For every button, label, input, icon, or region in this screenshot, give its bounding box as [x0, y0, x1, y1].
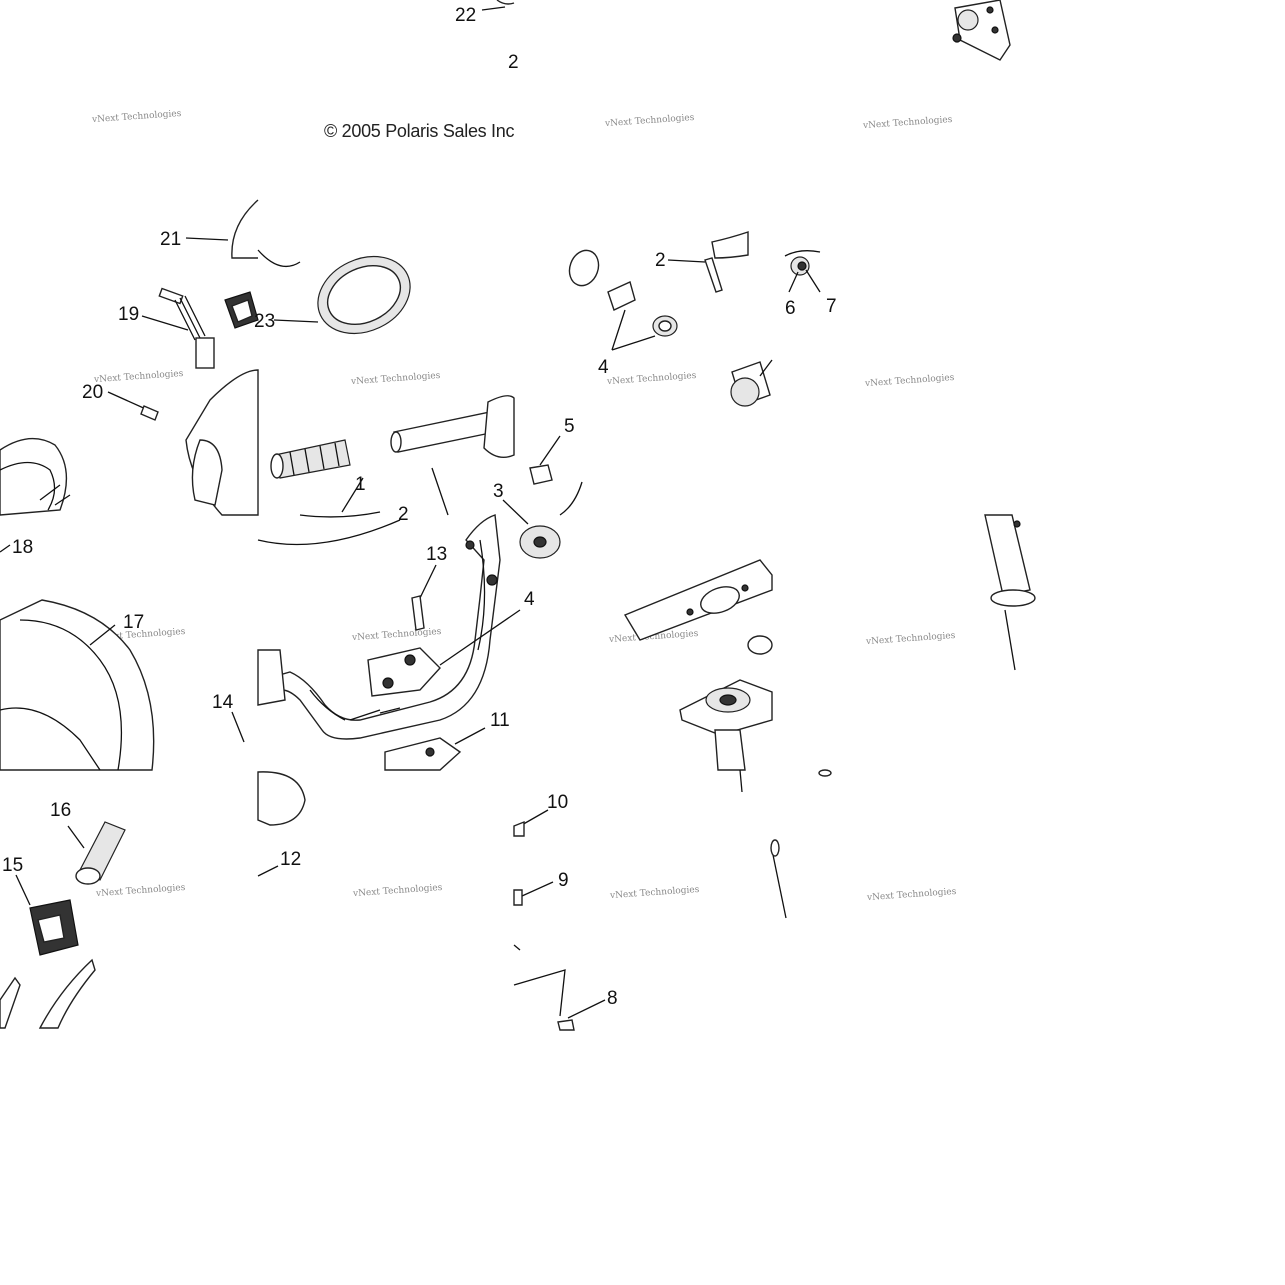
- cover-part-top: [496, 0, 515, 5]
- callout-22: 22: [455, 5, 476, 26]
- callout-20: 20: [82, 382, 103, 403]
- part-10-9-8-stack: [513, 809, 606, 1031]
- copyright-notice: © 2005 Polaris Sales Inc: [324, 121, 514, 141]
- leader-line: [481, 6, 506, 11]
- part-13-bolt: [411, 564, 437, 631]
- callout-2: 2: [508, 52, 519, 73]
- mounting-plate: [623, 559, 773, 771]
- control-housing: [257, 649, 286, 706]
- gauge-housing-left: [0, 437, 71, 516]
- leader-line: [231, 711, 245, 743]
- headlight-pod: [185, 369, 259, 516]
- steering-shaft-lower: [739, 769, 832, 919]
- part-2-pin: [667, 231, 749, 293]
- callout-5: 5: [564, 416, 575, 437]
- steering-post-right: [984, 514, 1036, 671]
- callout-18: 18: [12, 537, 33, 558]
- switch-knob: [730, 359, 773, 407]
- part-19-wire-harness: [141, 287, 215, 369]
- callout-8: 8: [607, 988, 618, 1009]
- handlebar-main: [261, 514, 501, 740]
- callout-9: 9: [558, 870, 569, 891]
- part-4-key-and-nut: [568, 249, 678, 351]
- part-20-screw: [107, 391, 159, 421]
- part-1-grip: [270, 439, 364, 513]
- bracket-part-top-right: [952, 0, 1011, 61]
- handlebar-tube-upper: [390, 395, 515, 516]
- part-16-grip: [67, 821, 126, 885]
- callout-6: 6: [785, 298, 796, 319]
- callout-4: 4: [598, 357, 609, 378]
- leader-line: [257, 865, 279, 877]
- part-17-shield: [0, 544, 155, 771]
- callout-4: 4: [524, 589, 535, 610]
- callout-21: 21: [160, 229, 181, 250]
- part-4-clamp: [367, 609, 521, 697]
- fender-edge: [257, 519, 401, 546]
- brake-lever: [0, 958, 96, 1029]
- callout-2: 2: [655, 250, 666, 271]
- part-3-washer: [502, 499, 561, 559]
- brake-lever-part: [257, 771, 306, 826]
- callout-10: 10: [547, 792, 568, 813]
- callout-16: 16: [50, 800, 71, 821]
- callout-12: 12: [280, 849, 301, 870]
- callout-15: 15: [2, 855, 23, 876]
- part-11-clamp: [384, 727, 486, 771]
- callout-2: 2: [398, 504, 409, 525]
- callout-14: 14: [212, 692, 234, 713]
- part-21-cover: [185, 199, 301, 268]
- callout-11: 11: [490, 710, 510, 731]
- rocker-switch: [224, 291, 259, 329]
- callout-17: 17: [123, 612, 144, 633]
- part-6-7-fasteners: [784, 250, 821, 293]
- callout-19: 19: [118, 304, 139, 325]
- callout-23: 23: [254, 311, 275, 332]
- callout-3: 3: [493, 481, 504, 502]
- part-15-switch-housing: [15, 874, 79, 956]
- fender-edge: [299, 511, 381, 518]
- part-5-bolt: [529, 435, 583, 516]
- callout-13: 13: [426, 544, 447, 565]
- callout-7: 7: [826, 296, 837, 317]
- part-23-bezel-ring: [273, 255, 411, 335]
- callout-1: 1: [355, 474, 366, 495]
